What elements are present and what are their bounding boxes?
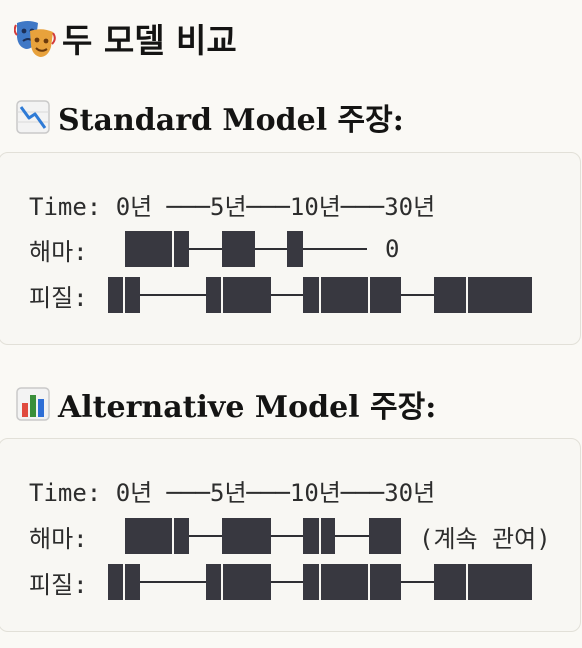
alternative-model-heading: Alternative Model 주장:: [16, 380, 436, 428]
alternative-cortex-timeline: [0, 562, 581, 602]
alternative-hippocampus-timeline: (계속 관여): [0, 516, 581, 556]
alternative-hippocampus-end-note: (계속 관여): [419, 524, 551, 553]
standard-hippocampus-label: 해마:: [29, 237, 88, 266]
standard-hippocampus-end-value: 0: [385, 235, 400, 263]
hippocampus-block: [125, 231, 189, 267]
alternative-time-axis: Time: 0년 ───5년───10년───30년: [29, 478, 436, 507]
standard-hippocampus-timeline: 0: [0, 229, 581, 269]
standard-cortex-label: 피질:: [29, 283, 88, 312]
standard-model-heading-text: Standard Model 주장:: [58, 103, 404, 138]
alternative-model-code-block: Time: 0년 ───5년───10년───30년 해마: (계속 관여) 피…: [0, 438, 581, 632]
standard-model-code-block: Time: 0년 ───5년───10년───30년 해마: 0 피질:: [0, 152, 581, 345]
cortex-block: [303, 564, 401, 600]
alternative-cortex-label: 피질:: [29, 570, 88, 599]
hippocampus-block: [222, 231, 255, 267]
hippocampus-block: [369, 518, 401, 554]
page-title-text: 두 모델 비교: [62, 21, 237, 60]
cortex-block: [434, 277, 532, 313]
cortex-block: [434, 564, 532, 600]
standard-cortex-timeline: [0, 275, 581, 315]
bar-chart-icon: [16, 387, 50, 421]
standard-model-heading: Standard Model 주장:: [16, 93, 404, 141]
performing-arts-masks-icon: [14, 21, 56, 57]
hippocampus-block: [222, 518, 271, 554]
page-title: 두 모델 비교: [14, 12, 237, 64]
cortex-block: [206, 564, 271, 600]
cortex-block: [206, 277, 271, 313]
alternative-hippocampus-label: 해마:: [29, 524, 88, 553]
alternative-model-heading-text: Alternative Model 주장:: [58, 390, 437, 425]
hippocampus-block: [125, 518, 189, 554]
hippocampus-block: [287, 231, 303, 267]
cortex-block: [303, 277, 401, 313]
chart-decreasing-icon: [16, 100, 50, 134]
standard-time-axis: Time: 0년 ───5년───10년───30년: [29, 192, 436, 221]
